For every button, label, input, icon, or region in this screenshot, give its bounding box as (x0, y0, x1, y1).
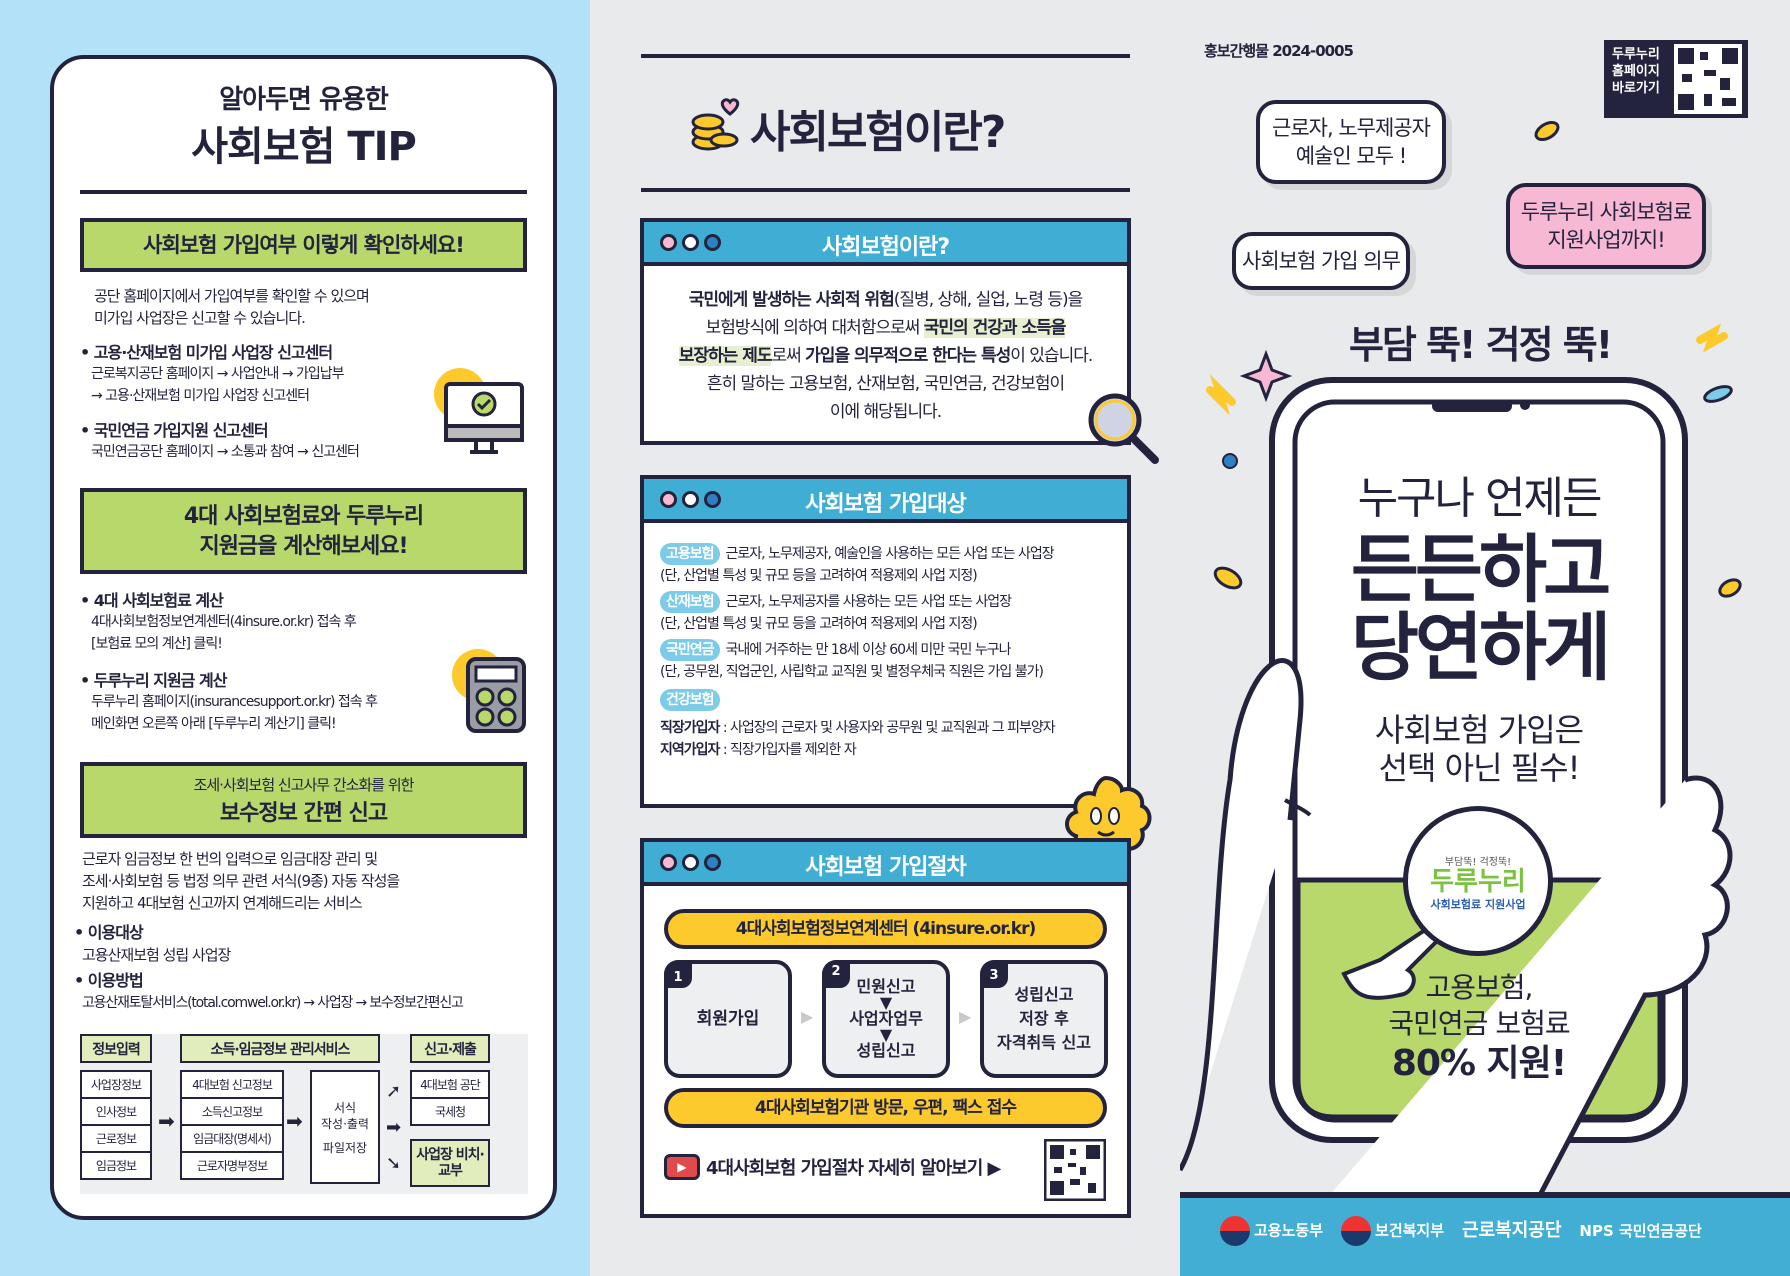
eligibility-item: 건강보험 (660, 689, 1127, 711)
moel-logo: 고용노동부 (1220, 1216, 1323, 1246)
tip-title: 사회보험 TIP (191, 124, 417, 170)
arrow-right-icon: ➡ (286, 1109, 303, 1133)
video-link[interactable]: ▶ 4대사회보험 가입절차 자세히 알아보기 ▶ (664, 1154, 1001, 1180)
bullet-line: [보험료 모의 계산] 클릭! (91, 636, 223, 652)
bullet-line: 근로복지공단 홈페이지 → 사업안내 → 가입납부 (91, 366, 345, 382)
intro-line: 공단 홈페이지에서 가입여부를 확인할 수 있으며 (94, 287, 370, 305)
bullet-line: 국민연금공단 홈페이지 → 소통과 참여 → 신고센터 (91, 444, 360, 460)
procedure-box: 사회보험 가입절차 4대사회보험정보연계센터 (4insure.or.kr) 1… (640, 838, 1131, 1218)
taegeuk-icon (1220, 1216, 1250, 1246)
nps-logo: NPS 국민연금공단 (1579, 1222, 1702, 1240)
middle-panel: 사회보험이란? 사회보험이란? 국민에게 발생하는 사회적 위험(질병, 상해,… (590, 0, 1180, 1276)
durunuri-logo: 부담뚝! 걱정뚝! 두루누리 사회보험료 지원사업 (1403, 806, 1553, 956)
tip-card: 알아두면 유용한 사회보험 TIP 사회보험 가입여부 이렇게 확인하세요! 공… (50, 55, 557, 1220)
phone-line-3: 당연하게 (1350, 605, 1611, 691)
intro-line: 지원하고 4대보험 신고까지 연계해드리는 서비스 (82, 894, 363, 912)
bullet-line: 4대사회보험정보연계센터(4insure.or.kr) 접속 후 (91, 614, 357, 630)
calculator-icon (452, 649, 526, 733)
intro-line: 미가입 사업장은 신고할 수 있습니다. (94, 309, 306, 327)
bottom-bar: 4대사회보험기관 방문, 우편, 팩스 접수 (664, 1088, 1107, 1128)
phone-line-1: 누구나 언제든 (1357, 473, 1603, 524)
bullet-title: • 이용방법 (74, 971, 144, 990)
section1-heading: 사회보험 가입여부 이렇게 확인하세요! (80, 218, 527, 272)
phone-line-2: 든든하고 (1350, 527, 1611, 613)
green-line-1: 고용보험, (1425, 971, 1534, 1004)
bullet-title: • 4대 사회보험료 계산 (80, 591, 224, 610)
phone-line-4: 사회보험 가입은 (1374, 711, 1584, 749)
green-line-2: 국민연금 보험료 (1388, 1007, 1570, 1040)
next-arrow-icon: ▶ (801, 1007, 814, 1026)
monitor-check-icon (434, 368, 524, 454)
arrows-icon: ➚➡➘ (386, 1081, 402, 1174)
next-arrow-icon: ▶ (959, 1007, 972, 1026)
phone-line-5: 선택 아닌 필수! (1378, 749, 1581, 787)
arrow-right-icon: ➡ (158, 1109, 175, 1133)
left-panel: 알아두면 유용한 사회보험 TIP 사회보험 가입여부 이렇게 확인하세요! 공… (0, 0, 590, 1276)
bullet-line: 고용산재보험 성립 사업장 (82, 946, 231, 964)
what-is-box: 사회보험이란? 국민에게 발생하는 사회적 위험(질병, 상해, 실업, 노령 … (640, 218, 1131, 445)
magnifier-icon (1088, 393, 1159, 464)
bullet-line: 두루누리 홈페이지(insurancesupport.or.kr) 접속 후 (91, 694, 378, 710)
bullet-line: 고용산재토탈서비스(total.comwel.or.kr) → 사업장 → 보수… (82, 995, 464, 1011)
section3-heading: 조세·사회보험 신고사무 간소화를 위한 보수정보 간편 신고 (80, 762, 527, 838)
coins-heart-icon (691, 98, 740, 151)
bullet-title: • 국민연금 가입지원 신고센터 (80, 421, 269, 440)
divider (641, 54, 1130, 58)
phone-hand-illustration (1180, 120, 1790, 1198)
publication-number: 홍보간행물 2024-0005 (1204, 42, 1354, 60)
slogan: 부담 뚝! 걱정 뚝! (1348, 323, 1613, 367)
taegeuk-icon (1341, 1216, 1372, 1246)
tip-title-small: 알아두면 유용한 (219, 85, 389, 115)
top-bar: 4대사회보험정보연계센터 (4insure.or.kr) (664, 909, 1107, 949)
divider (80, 190, 527, 194)
bullet-line: 메인화면 오른쪽 아래 [두루누리 계산기] 클릭! (91, 716, 337, 732)
mohw-logo: 보건복지부 (1341, 1216, 1444, 1246)
footer-logos: 고용노동부 보건복지부 근로복지공단 NPS 국민연금공단 (1180, 1198, 1790, 1276)
intro-line: 근로자 임금정보 한 번의 입력으로 임금대장 관리 및 (82, 850, 378, 868)
bullet-title: • 이용대상 (74, 923, 144, 942)
green-line-3: 80% 지원! (1391, 1043, 1567, 1084)
qr-code[interactable] (1044, 1139, 1106, 1201)
comwel-logo: 근로복지공단 (1462, 1220, 1562, 1241)
youtube-play-icon: ▶ (664, 1154, 700, 1180)
page-title: 사회보험이란? (750, 107, 1006, 158)
bullet-line: → 고용·산재보험 미가입 사업장 신고센터 (91, 388, 310, 404)
qr-code (1674, 44, 1742, 114)
intro-line: 조세·사회보험 등 법정 의무 관련 서식(9종) 자동 작성을 (82, 872, 400, 890)
speech-bubble-duty: 사회보험 가입 의무 (1232, 232, 1410, 290)
bullet-title: • 두루누리 지원금 계산 (80, 671, 227, 690)
bullet-title: • 고용·산재보험 미가입 사업장 신고센터 (80, 343, 333, 362)
divider (641, 188, 1130, 192)
